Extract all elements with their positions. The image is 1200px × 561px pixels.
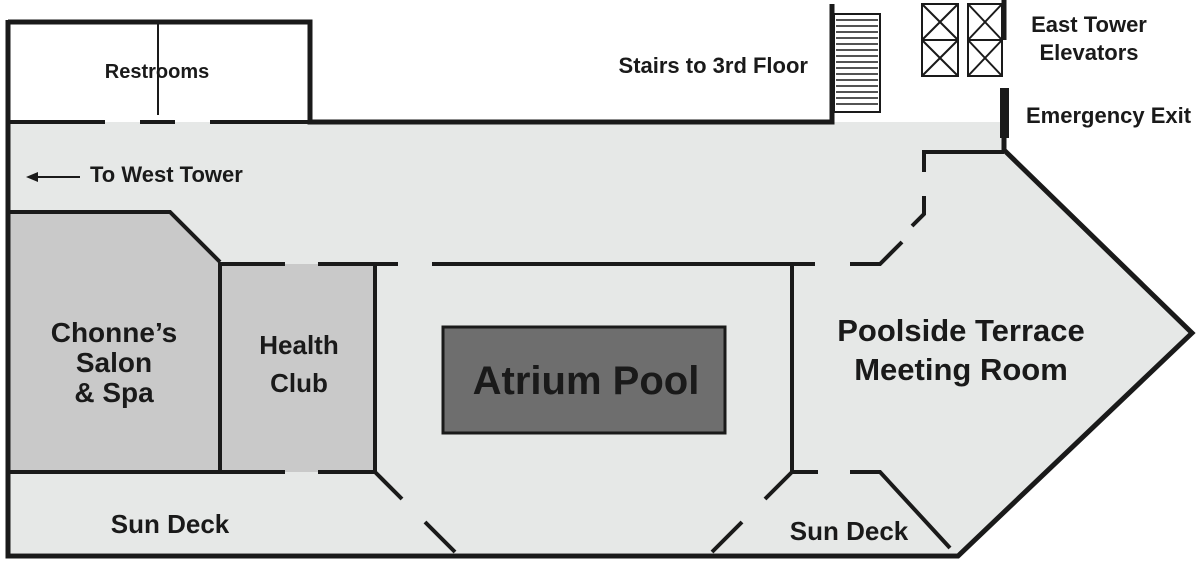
elevator-icon[interactable] — [921, 3, 1003, 77]
emergency-exit-door[interactable] — [1000, 88, 1009, 138]
atrium-right-diag-b — [763, 470, 794, 501]
terrace-label-2: Meeting Room — [854, 352, 1068, 387]
salon-label-2: Salon — [76, 347, 152, 378]
east-tower-label-2: Elevators — [1039, 40, 1138, 65]
salon-wall — [8, 210, 222, 264]
salon-room[interactable] — [8, 212, 220, 472]
stairs-label: Stairs to 3rd Floor — [619, 53, 809, 78]
restrooms-label: Restrooms — [105, 61, 209, 83]
atrium-left-diag-b — [423, 520, 457, 554]
west-tower-label: To West Tower — [90, 162, 243, 187]
atrium-left-diag-a — [373, 470, 404, 501]
terrace-upper-wall — [910, 196, 926, 228]
atrium-pool[interactable] — [441, 325, 727, 435]
sun-deck-left-label: Sun Deck — [111, 509, 230, 539]
stairs-icon[interactable] — [833, 13, 881, 113]
atrium-right-diag-a — [710, 520, 744, 554]
health-club-room[interactable] — [222, 264, 374, 472]
health-club-label-1: Health — [259, 330, 338, 360]
health-club-label-2: Club — [270, 368, 328, 398]
emergency-exit-label: Emergency Exit — [1026, 103, 1192, 128]
terrace-top-right-wall — [922, 150, 1004, 172]
terrace-label-1: Poolside Terrace — [837, 313, 1085, 348]
terrace-top-wall — [850, 240, 904, 266]
atrium-pool-label: Atrium Pool — [473, 359, 700, 403]
sun-deck-right-label: Sun Deck — [790, 516, 909, 546]
upper-white-area — [310, 0, 830, 122]
terrace-bottom-wall-b — [850, 470, 952, 550]
salon-label-1: Chonne’s — [51, 317, 178, 348]
left-arrow-icon — [26, 172, 80, 182]
east-tower-label-1: East Tower — [1031, 12, 1147, 37]
salon-label-3: & Spa — [74, 377, 154, 408]
